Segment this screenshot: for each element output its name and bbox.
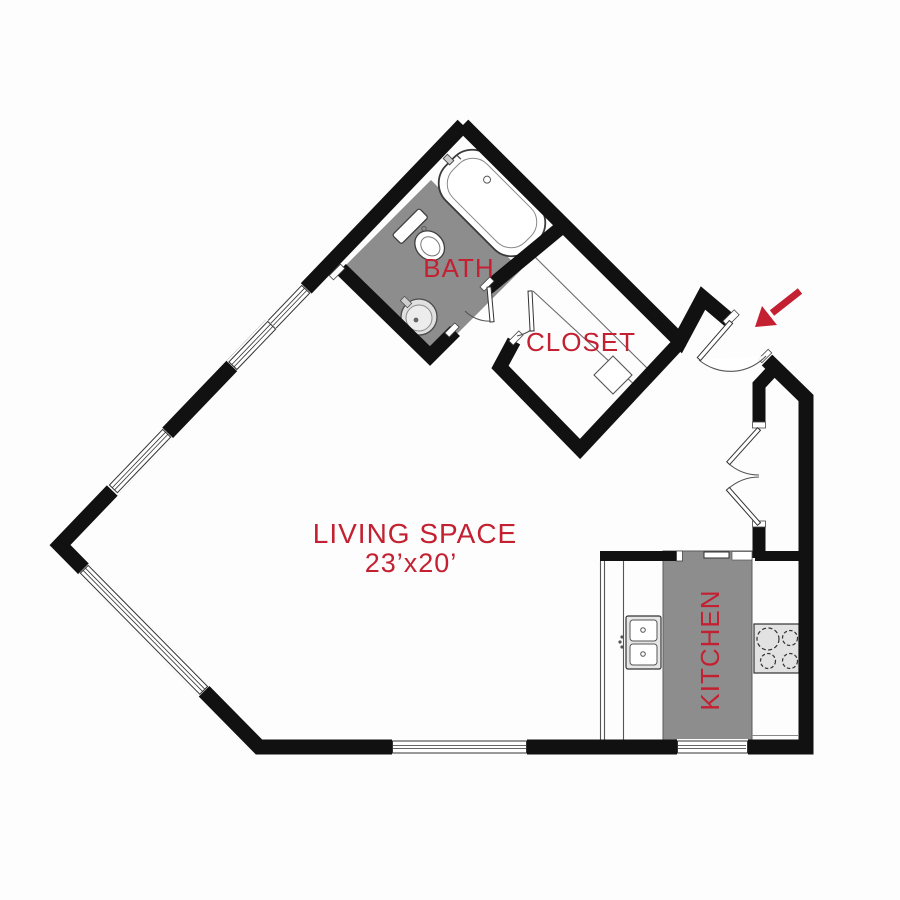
window-bottom-kitchen [677,739,748,755]
kitchen-label: KITCHEN [695,589,725,710]
bathtub-icon [437,148,547,258]
kitchen-sliding-door [703,551,753,561]
entry-door [696,319,767,372]
closet-label: CLOSET [526,327,636,357]
bath-label: BATH [423,253,494,283]
kitchen-floor [662,550,753,742]
wall-jamb-caps [328,263,773,562]
stove-icon [753,623,800,674]
living-space-label: LIVING SPACE [313,518,517,549]
bath-door [464,286,495,323]
living-space-dimensions: 23’x20’ [365,548,458,578]
closet-shelf-lines [532,256,648,389]
double-door-right [725,426,762,527]
window-upper-left-1 [265,283,313,331]
closet-door [516,290,535,337]
bath-sink-icon [399,295,438,336]
window-bottom-living [392,739,527,755]
window-upper-left-2 [226,319,279,372]
closet-box-icon [593,355,633,395]
window-lower-left [77,562,211,697]
kitchen-counter-lines [599,561,798,740]
toilet-icon [392,208,446,262]
kitchen-sink-icon [618,615,662,670]
entry-arrow-icon [755,288,803,327]
window-left-mid [106,427,174,496]
